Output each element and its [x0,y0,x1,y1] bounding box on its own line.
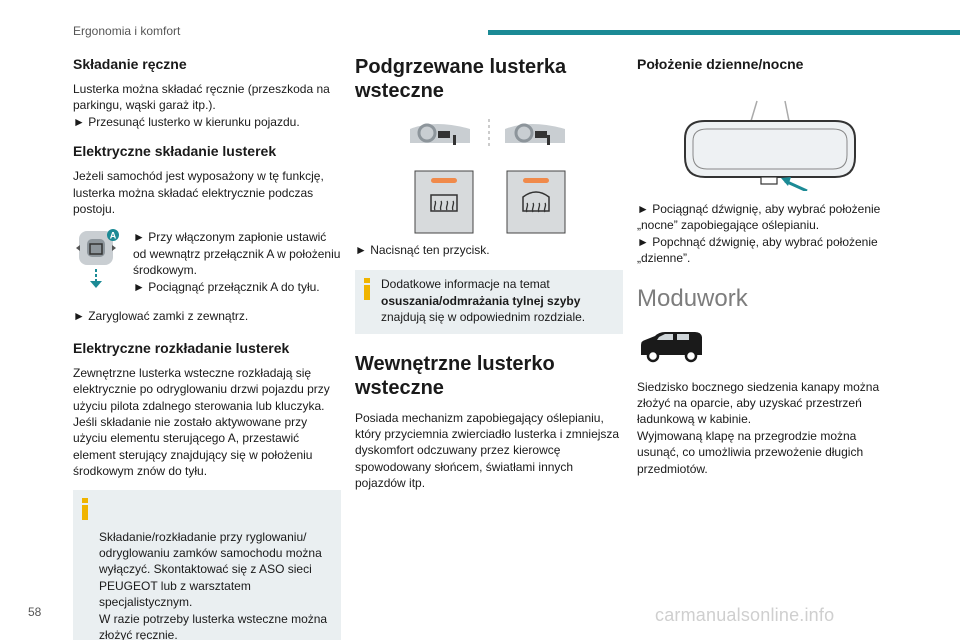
mirror-switch-block: A ► Przy włączonym zapłonie ustawić od w… [73,229,341,298]
info-icon [364,278,370,301]
info-note-folding: Składanie/rozkładanie przy ryglowaniu/ o… [73,489,341,640]
info-note-heated: Dodatkowe informacje na temat osuszania/… [355,270,623,334]
mirror-switch-illustration: A [73,229,133,298]
info-note-heated-text-c: znajdują się w odpowiednim rozdziale. [381,310,586,325]
column-left: Składanie ręczne Lusterka można składać … [73,55,341,640]
interior-mirror-text: Posiada mechanizm zapobiegający oślepian… [355,410,620,491]
page-header-title: Ergonomia i komfort [73,24,181,38]
manual-folding-text: Lusterka można składać ręcznie (przeszko… [73,82,330,129]
section-title-day-night: Położenie dzienne/nocne [637,56,804,72]
electric-folding-text: Jeżeli samochód jest wyposażony w tę fun… [73,169,324,217]
header-accent-bar [488,30,960,35]
electric-unfolding-text: Zewnętrzne lusterka wsteczne rozkładają … [73,365,330,479]
column-middle: Podgrzewane lusterka wsteczne ► Nacisnąć [355,55,623,492]
moduwork-text: Siedzisko bocznego siedzenia kanapy możn… [637,379,880,476]
rearview-mirror-icon [684,100,856,193]
mirror-control-switch-icon: A [76,229,119,289]
column-right: Położenie dzienne/nocne ► Pociągnąć dźwi… [637,55,897,477]
electric-folding-steps: ► Przy włączonym zapłonie ustawić od wew… [133,230,341,294]
switch-callout-label: A [110,231,117,241]
heated-mirror-illustration [355,113,623,238]
chapter-title-moduwork: Moduwork [637,284,748,312]
van-icon [641,331,702,362]
interior-mirror-illustration [637,81,897,193]
info-note-heated-text-a: Dodatkowe informacje na temat [381,277,550,292]
heated-mirror-step: ► Nacisnąć ten przycisk. [355,243,490,257]
section-title-heated-mirrors: Podgrzewane lusterka wsteczne [355,56,567,102]
moduwork-illustration [637,327,897,369]
info-note-folding-text: Składanie/rozkładanie przy ryglowaniu/ o… [99,529,328,640]
info-icon [82,497,88,520]
section-title-manual-folding: Składanie ręczne [73,56,187,72]
section-title-electric-unfolding: Elektryczne rozkładanie lusterek [73,339,290,356]
lock-doors-step: ► Zaryglować zamki z zewnątrz. [73,309,249,324]
heated-mirror-button-icon [410,119,566,234]
watermark: carmanualsonline.info [655,605,835,625]
day-night-text: ► Pociągnąć dźwignię, aby wybrać położen… [637,202,881,266]
section-title-electric-folding: Elektryczne składanie lusterek [73,143,277,160]
page-number: 58 [28,605,42,619]
info-note-heated-link: osuszania/odmrażania tylnej szyby [381,293,581,308]
section-title-interior-mirror: Wewnętrzne lusterko wsteczne [355,352,555,399]
